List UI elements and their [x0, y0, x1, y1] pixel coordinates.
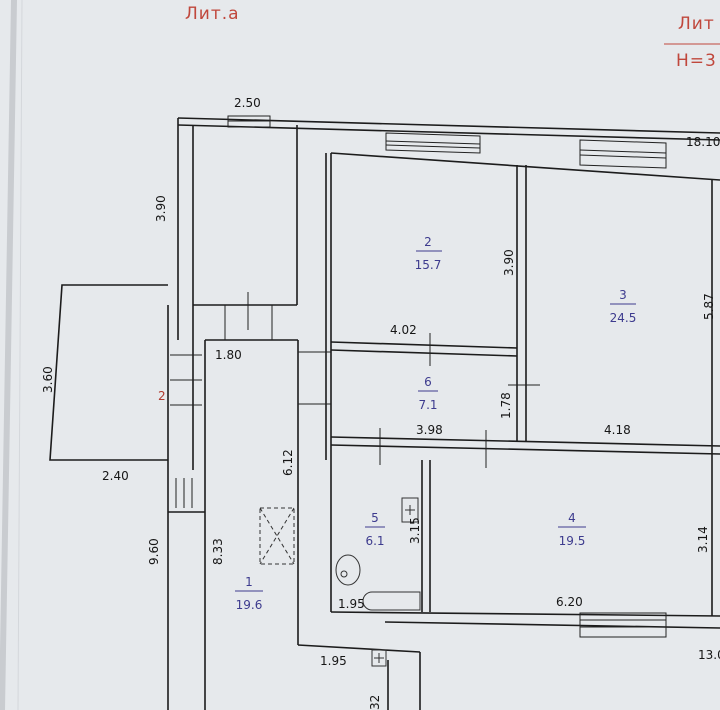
dim-3-14: 3.14: [696, 526, 710, 553]
dim-6-20: 6.20: [556, 595, 583, 609]
room-2-label: 2 15.7: [415, 235, 442, 272]
room-6-label: 6 7.1: [418, 375, 438, 412]
dim-32: 32: [368, 695, 382, 710]
dim-1-95-bottom: 1.95: [320, 654, 347, 668]
dim-2-40: 2.40: [102, 469, 129, 483]
room-1-area: 19.6: [236, 598, 263, 612]
dim-3-15: 3.15: [408, 517, 422, 544]
dim-3-60: 3.60: [41, 366, 55, 393]
porch-label: 2: [158, 389, 166, 403]
toilet-icon: [335, 497, 419, 586]
room-6-number: 6: [424, 375, 432, 389]
bathtub-icon: [362, 591, 421, 611]
room-3-area: 24.5: [610, 311, 637, 325]
room-4-label: 4 19.5: [558, 511, 586, 548]
dim-1-95-bath: 1.95: [338, 597, 365, 611]
lit-label-right: Лит: [678, 14, 715, 34]
dim-8-33: 8.33: [211, 538, 225, 565]
dim-9-60: 9.60: [147, 538, 161, 565]
room-5-label: 5 6.1: [365, 511, 385, 548]
dim-1-80: 1.80: [215, 348, 242, 362]
height-label-right: H=3: [676, 51, 717, 71]
dim-3-98: 3.98: [416, 423, 443, 437]
dim-4-18: 4.18: [604, 423, 631, 437]
dim-6-12: 6.12: [281, 449, 295, 476]
dim-3-90-left: 3.90: [154, 195, 168, 222]
room-6-area: 7.1: [418, 398, 437, 412]
socket-icon: [371, 649, 387, 667]
windows: [227, 115, 667, 638]
dim-3-90-room2: 3.90: [502, 249, 516, 276]
room-5-area: 6.1: [365, 534, 384, 548]
dim-1-78: 1.78: [499, 392, 513, 419]
lit-label-left: Лит.а: [185, 4, 240, 24]
vent-shaft-icon: [259, 507, 295, 565]
room-1-label: 1 19.6: [235, 575, 263, 612]
room-2-area: 15.7: [415, 258, 442, 272]
room-3-label: 3 24.5: [610, 288, 637, 325]
room-1-number: 1: [245, 575, 253, 589]
dim-13-0: 13.0: [698, 648, 720, 662]
room-4-number: 4: [568, 511, 576, 525]
room-2-number: 2: [424, 235, 432, 249]
room-4-area: 19.5: [559, 534, 586, 548]
walls: [49, 117, 720, 710]
dim-2-50: 2.50: [234, 96, 261, 110]
dim-4-02: 4.02: [390, 323, 417, 337]
doors: [379, 333, 540, 468]
room-3-number: 3: [619, 288, 627, 302]
room-5-number: 5: [371, 511, 379, 525]
dim-5-87: 5.87: [702, 293, 716, 320]
dim-18-10: 18.10: [686, 135, 720, 149]
